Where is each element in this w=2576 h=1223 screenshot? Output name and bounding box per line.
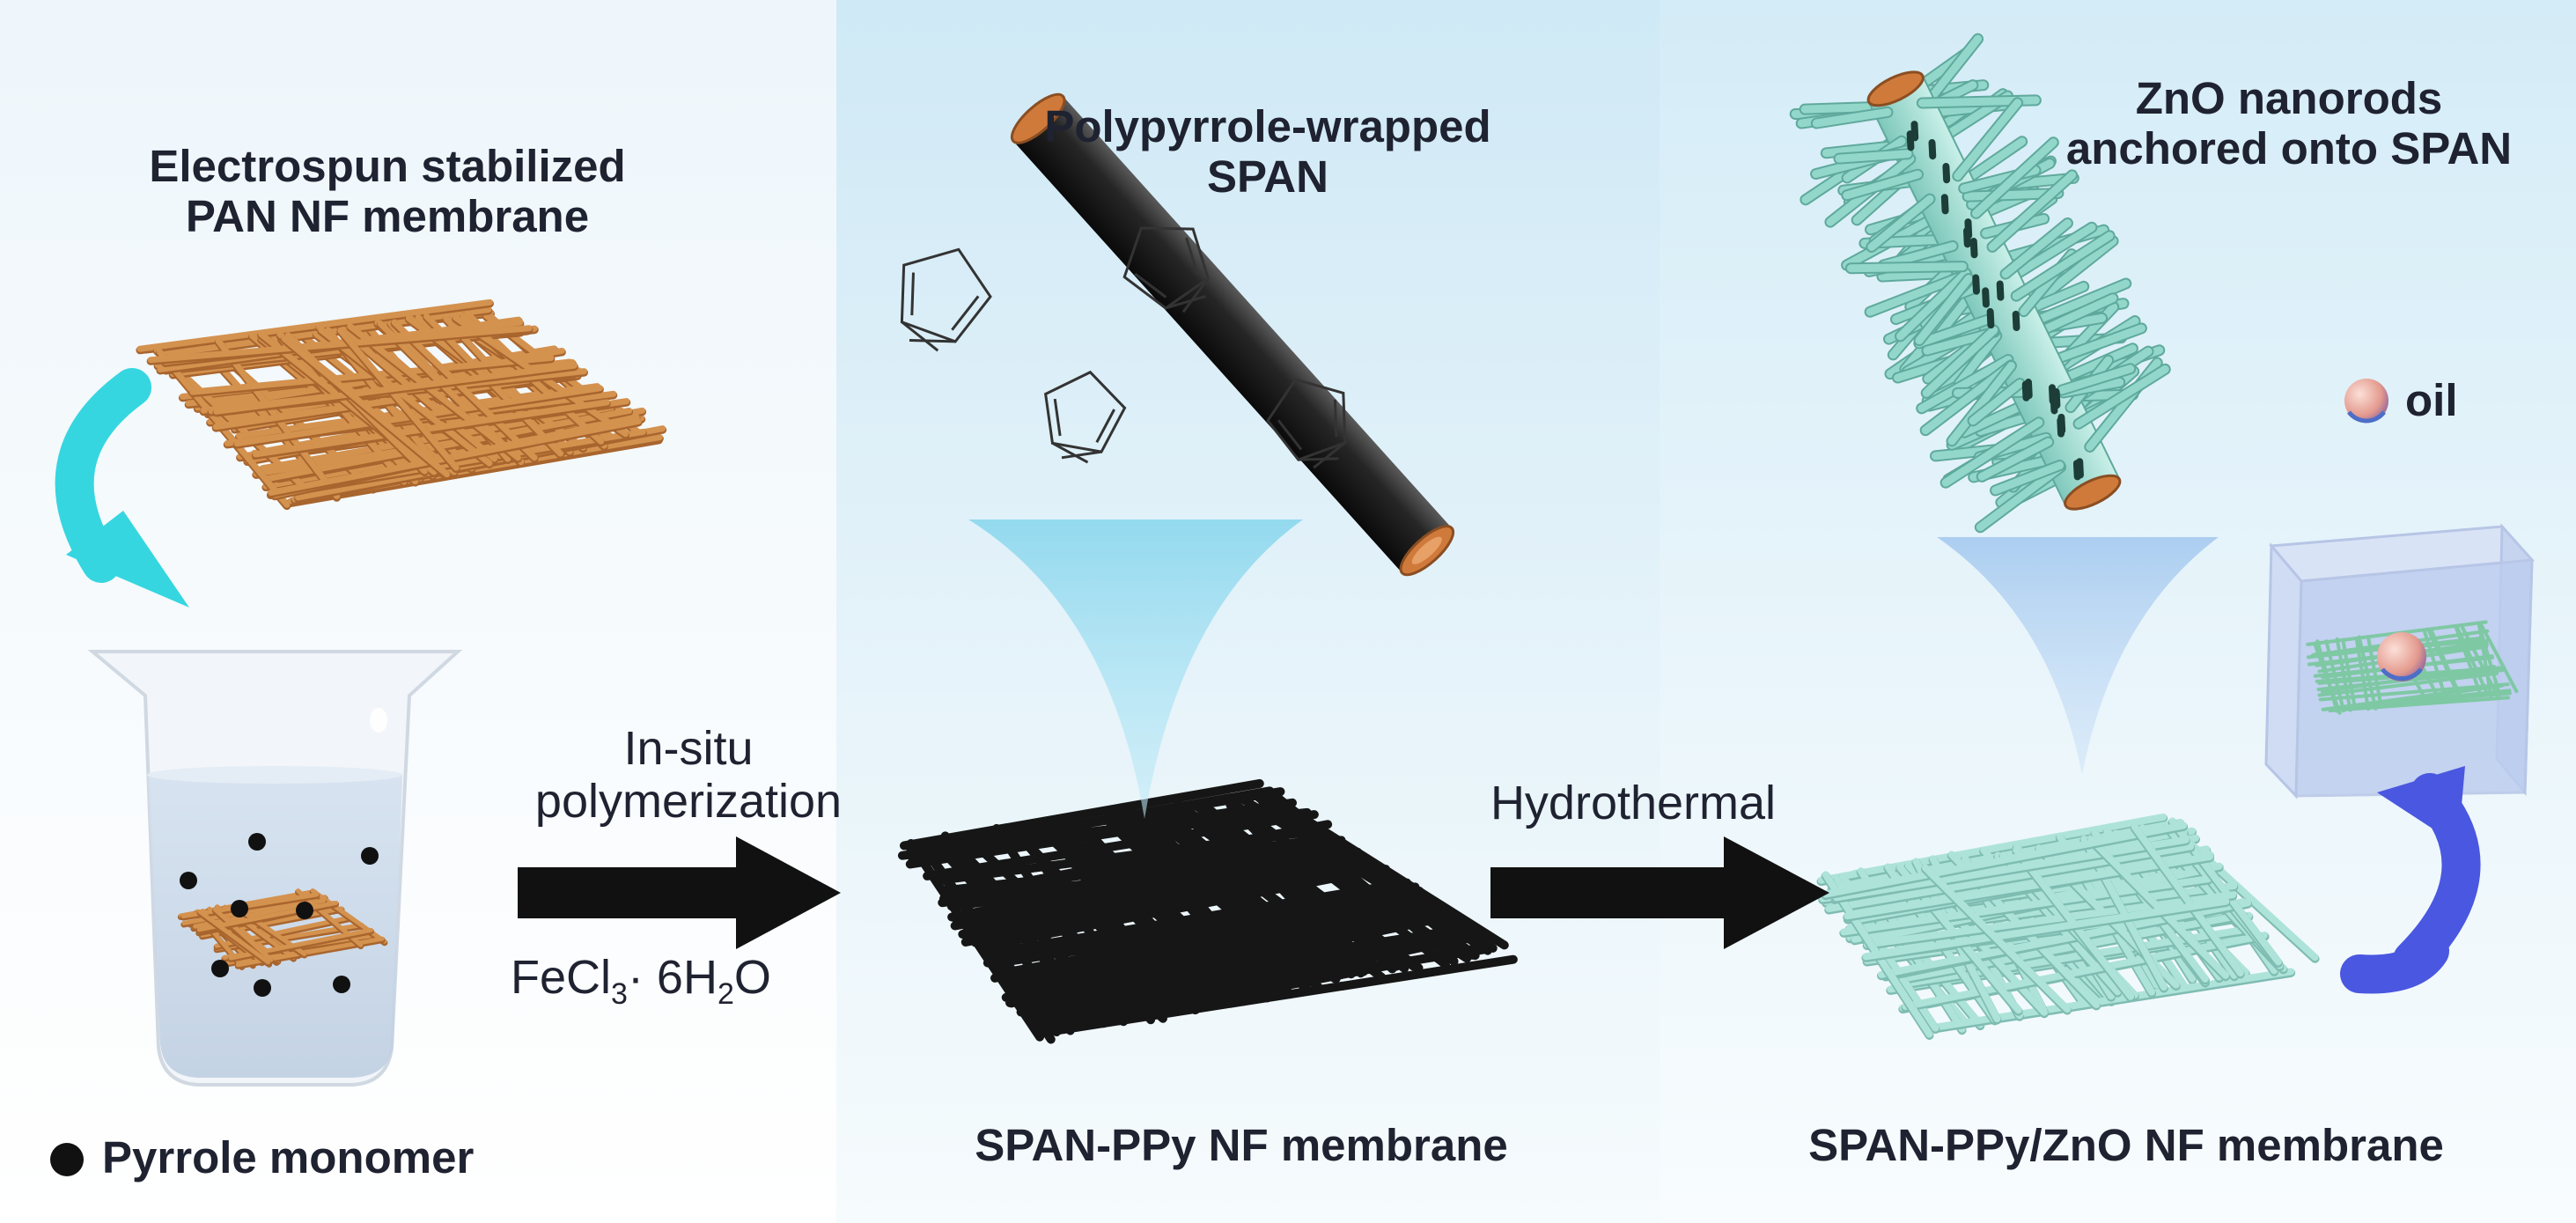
oil-droplet-icon [2344, 379, 2388, 424]
zno-anchored-label-line1: ZnO nanorods [2135, 73, 2443, 123]
funnel-arrow-right [1937, 537, 2219, 775]
insitu-label: In-situ polymerization [504, 722, 873, 829]
pyrrole-legend-dot [50, 1143, 84, 1176]
zno-fiber-mat [1816, 813, 2320, 1040]
pan-membrane-label-line1: Electrospun stabilized [149, 141, 626, 191]
pyrrole-ring-icon [1043, 370, 1127, 464]
pyrrole-ring-icon [1266, 378, 1347, 469]
pyrrole-legend-label: Pyrrole monomer [102, 1132, 475, 1182]
rotation-arrow-cyan-icon [55, 368, 189, 608]
ppy-wrapped-label-line2: SPAN [1207, 151, 1328, 203]
pyrrole-ring-icons [900, 226, 1347, 469]
zno-anchored-label-line2: anchored onto SPAN [2065, 123, 2513, 174]
panel-left-background [0, 0, 836, 1223]
hydrothermal-label: Hydrothermal [1490, 777, 1777, 829]
process-arrow-icon [518, 836, 841, 949]
reagent-end: O [733, 951, 771, 1004]
zno-anchored-label: ZnO nanorods anchored onto SPAN [2007, 73, 2571, 173]
rotation-arrow-blue-icon [2340, 766, 2481, 994]
ppy-fiber-mat [897, 778, 1518, 1044]
pyrrole-ring-icon [900, 247, 992, 352]
reagent-subscript-2: 2 [717, 976, 734, 1011]
process-arrow-icon [1490, 836, 1829, 949]
reagent-subscript-1: 3 [611, 976, 628, 1011]
pyrrole-monomer-dots [180, 833, 379, 997]
oil-label: oil [2405, 375, 2458, 425]
ppy-wrapped-rod [1010, 92, 1455, 577]
insitu-label-line1: In-situ [623, 722, 754, 775]
pyrrole-ring-icon [1122, 226, 1211, 313]
ppy-wrapped-label-line1: Polypyrrole-wrapped [1044, 101, 1491, 151]
cube-icon [2264, 523, 2536, 799]
span-ppy-zno-membrane-label: SPAN-PPy/ZnO NF membrane [1808, 1120, 2444, 1170]
zno-nanorod-rod [1789, 33, 2171, 534]
funnel-arrow-middle [968, 519, 1303, 819]
pan-membrane-label-line2: PAN NF membrane [185, 191, 590, 242]
reagent-middle: · 6H [627, 951, 718, 1004]
reagent-main: FeCl [511, 951, 612, 1004]
span-ppy-membrane-label: SPAN-PPy NF membrane [975, 1120, 1508, 1170]
ppy-wrapped-label: Polypyrrole-wrapped SPAN [995, 101, 1541, 202]
insitu-label-line2: polymerization [534, 775, 843, 829]
panel-middle-background [836, 0, 1660, 1223]
reagent-label: FeCl3· 6H2O [511, 951, 771, 1011]
pan-membrane-label: Electrospun stabilized PAN NF membrane [79, 141, 696, 241]
beaker-icon [87, 650, 463, 1087]
pan-fiber-mat [136, 298, 667, 511]
